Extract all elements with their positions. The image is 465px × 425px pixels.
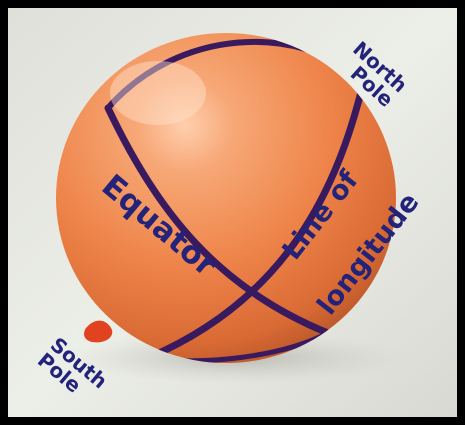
balloon-highlight: [110, 61, 206, 125]
